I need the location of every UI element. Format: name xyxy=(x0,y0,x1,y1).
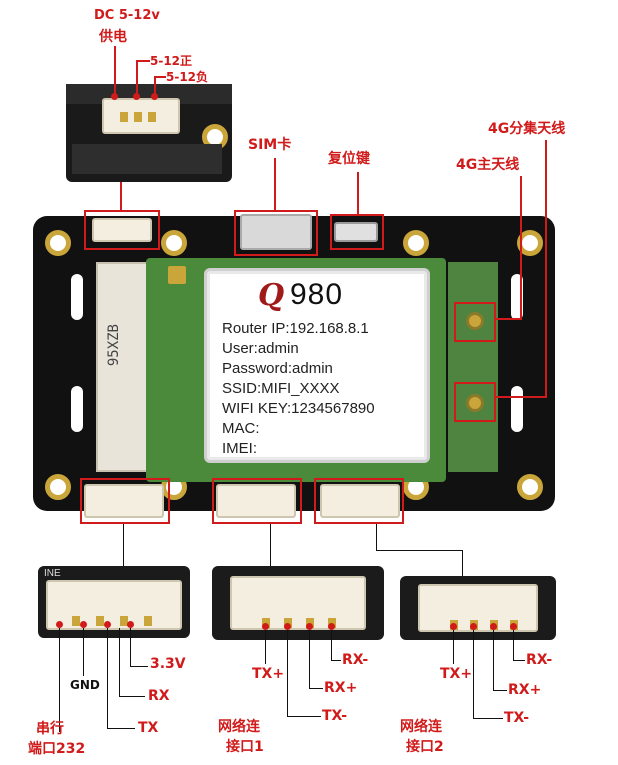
serial-3v3-label: 3.3V xyxy=(150,656,186,672)
negative-label: 5-12负 xyxy=(166,70,209,84)
net1-title-line1: 网络连 xyxy=(218,719,260,735)
sim-label: SIM卡 xyxy=(248,137,292,153)
net2-title-line1: 网络连 xyxy=(400,719,442,735)
negative-pin-dot xyxy=(151,93,158,100)
sim-slot xyxy=(240,214,312,250)
ant-main-label: 4G主天线 xyxy=(456,157,520,173)
mini-pcie-slot: 95XZB xyxy=(96,262,148,472)
net2-tx-plus-label: TX+ xyxy=(440,666,473,682)
serial-silk-text: INE xyxy=(44,568,61,579)
serial-connector-closeup: INE xyxy=(38,566,190,638)
board-net2-connector xyxy=(320,484,400,518)
serial-title-line2: 端口232 xyxy=(28,741,86,757)
net1-connector-closeup xyxy=(212,566,384,640)
serial-highlight xyxy=(80,478,170,524)
antenna-connector-div xyxy=(466,312,484,330)
password-text: Password:admin xyxy=(222,360,333,377)
ant-main-highlight xyxy=(454,382,496,422)
ant-div-highlight xyxy=(454,302,496,342)
net2-highlight xyxy=(314,478,404,524)
wifi-key-text: WIFI KEY:1234567890 xyxy=(222,400,375,417)
board-serial-connector xyxy=(84,484,164,518)
net2-title-line2: 接口2 xyxy=(406,739,444,755)
antenna-area xyxy=(448,262,498,472)
serial-title-line1: 串行 xyxy=(36,721,64,737)
net1-title-line2: 接口1 xyxy=(226,739,264,755)
board-power-connector xyxy=(92,218,152,242)
module-model: 980 xyxy=(290,278,344,311)
power-supply-label: 供电 xyxy=(99,29,127,45)
mac-text: MAC: xyxy=(222,420,260,437)
board-net1-connector xyxy=(216,484,296,518)
net1-highlight xyxy=(212,478,302,524)
router-ip-text: Router IP:192.168.8.1 xyxy=(222,320,369,337)
net2-rx-plus-label: RX+ xyxy=(508,682,542,698)
net2-connector-closeup xyxy=(400,576,556,640)
sim-highlight xyxy=(234,210,318,256)
reset-button xyxy=(334,222,378,242)
user-text: User:admin xyxy=(222,340,299,357)
net1-tx-plus-label: TX+ xyxy=(252,666,285,682)
dc-power-label: DC 5-12v xyxy=(94,8,160,23)
antenna-connector-main xyxy=(466,394,484,412)
net1-rx-plus-label: RX+ xyxy=(324,680,358,696)
ssid-text: SSID:MIFI_XXXX xyxy=(222,380,340,397)
positive-pin-dot xyxy=(133,93,140,100)
power-connector xyxy=(102,98,180,134)
ant-div-label: 4G分集天线 xyxy=(488,121,566,137)
module-label-sticker: Q 980 Router IP:192.168.8.1 User:admin P… xyxy=(210,274,424,457)
net2-rx-minus-label: RX- xyxy=(526,652,553,668)
positive-label: 5-12正 xyxy=(150,54,193,68)
imei-text: IMEI: xyxy=(222,440,258,457)
net2-tx-minus-label: TX- xyxy=(504,710,530,726)
brand-logo: Q xyxy=(258,278,285,313)
power-connector-closeup xyxy=(66,84,232,182)
serial-tx-label: TX xyxy=(138,720,159,736)
serial-rx-label: RX xyxy=(148,688,170,704)
net1-tx-minus-label: TX- xyxy=(322,708,348,724)
power-pin-dot xyxy=(111,93,118,100)
power-highlight xyxy=(84,210,160,250)
net1-rx-minus-label: RX- xyxy=(342,652,369,668)
serial-gnd-label: GND xyxy=(70,678,100,692)
reset-label: 复位键 xyxy=(328,151,370,167)
reset-highlight xyxy=(330,214,384,250)
slot-marking: 95XZB xyxy=(106,324,122,367)
